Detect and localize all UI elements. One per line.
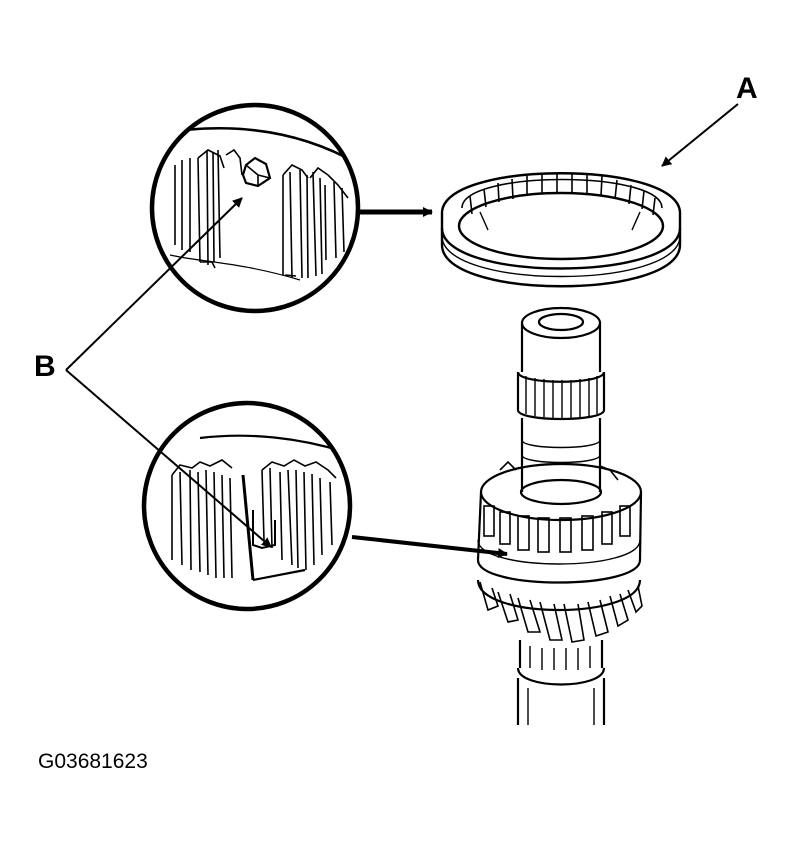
figure-id: G03681623 bbox=[38, 750, 148, 773]
detail-arrow-bottom bbox=[351, 535, 508, 558]
leader-arrow-a bbox=[661, 103, 739, 167]
detail-circle-top bbox=[149, 102, 361, 314]
synchro-sleeve bbox=[440, 172, 682, 288]
callout-label-a: A bbox=[736, 72, 758, 105]
callout-label-b: B bbox=[34, 350, 56, 383]
mainshaft-assembly bbox=[476, 306, 643, 725]
leader-lines-b bbox=[65, 197, 272, 548]
detail-circle-bottom bbox=[141, 400, 353, 612]
